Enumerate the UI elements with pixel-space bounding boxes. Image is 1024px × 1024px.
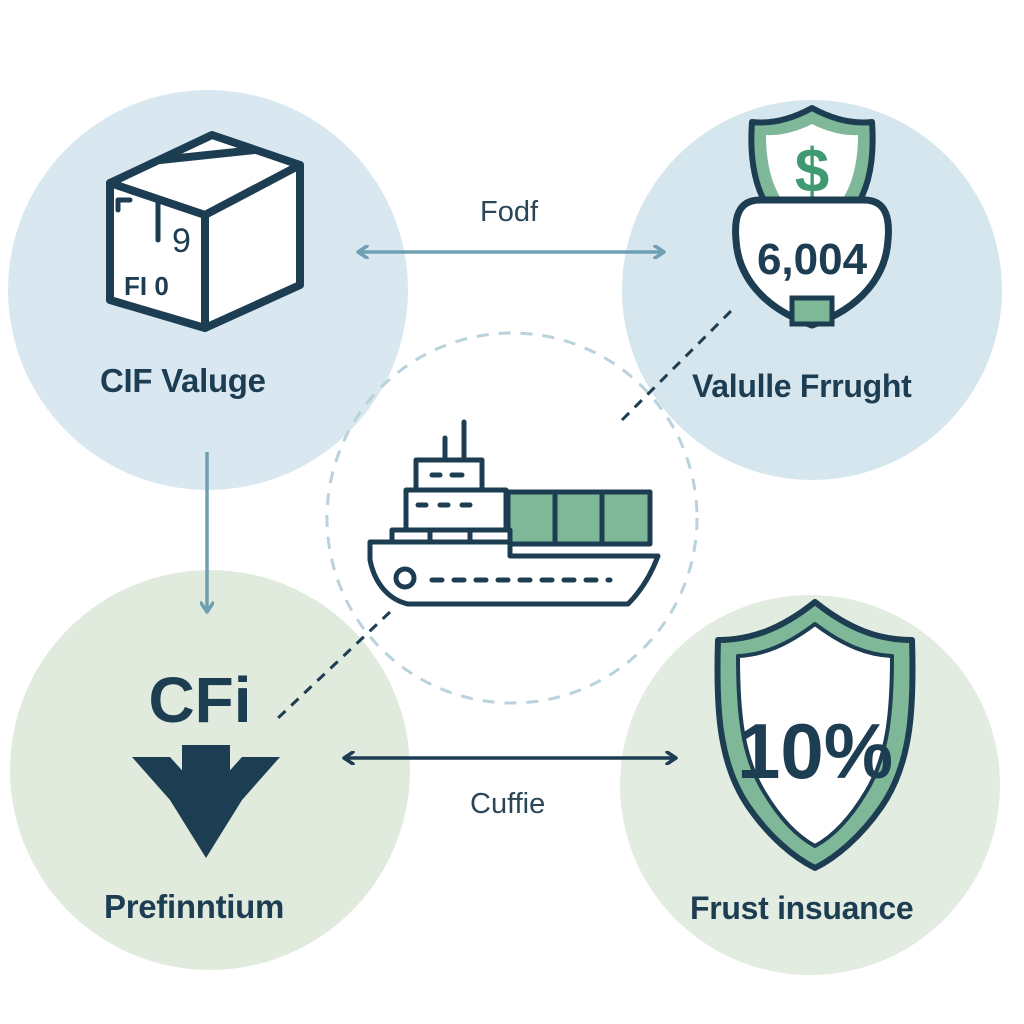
- money-shield-icon: [732, 105, 892, 329]
- bottom-edge-label: Cuffie: [470, 788, 546, 820]
- package-box-icon: [106, 131, 304, 332]
- top-edge-label: Fodf: [480, 196, 539, 228]
- box-mark-number: 9: [172, 222, 191, 260]
- down-arrow-icon: [132, 745, 280, 858]
- cif-value-label: CIF Valuge: [100, 362, 266, 399]
- box-mark-code: FI 0: [124, 271, 169, 301]
- dollar-symbol: $: [795, 137, 829, 206]
- premium-code: CFi: [148, 664, 251, 736]
- freight-amount: 6,004: [757, 235, 868, 284]
- insurance-rate: 10%: [737, 707, 893, 795]
- insurance-label: Frust insuance: [690, 890, 914, 926]
- cargo-ship-icon: [367, 419, 661, 607]
- shield-icon: [714, 599, 916, 871]
- premium-label: Prefinntium: [104, 888, 285, 925]
- ship-to-freight-dashed-line: [620, 308, 734, 422]
- ship-to-premium-dashed-line: [276, 610, 392, 720]
- center-dashed-ring: [325, 331, 699, 705]
- value-freight-label: Valulle Frrught: [692, 368, 912, 404]
